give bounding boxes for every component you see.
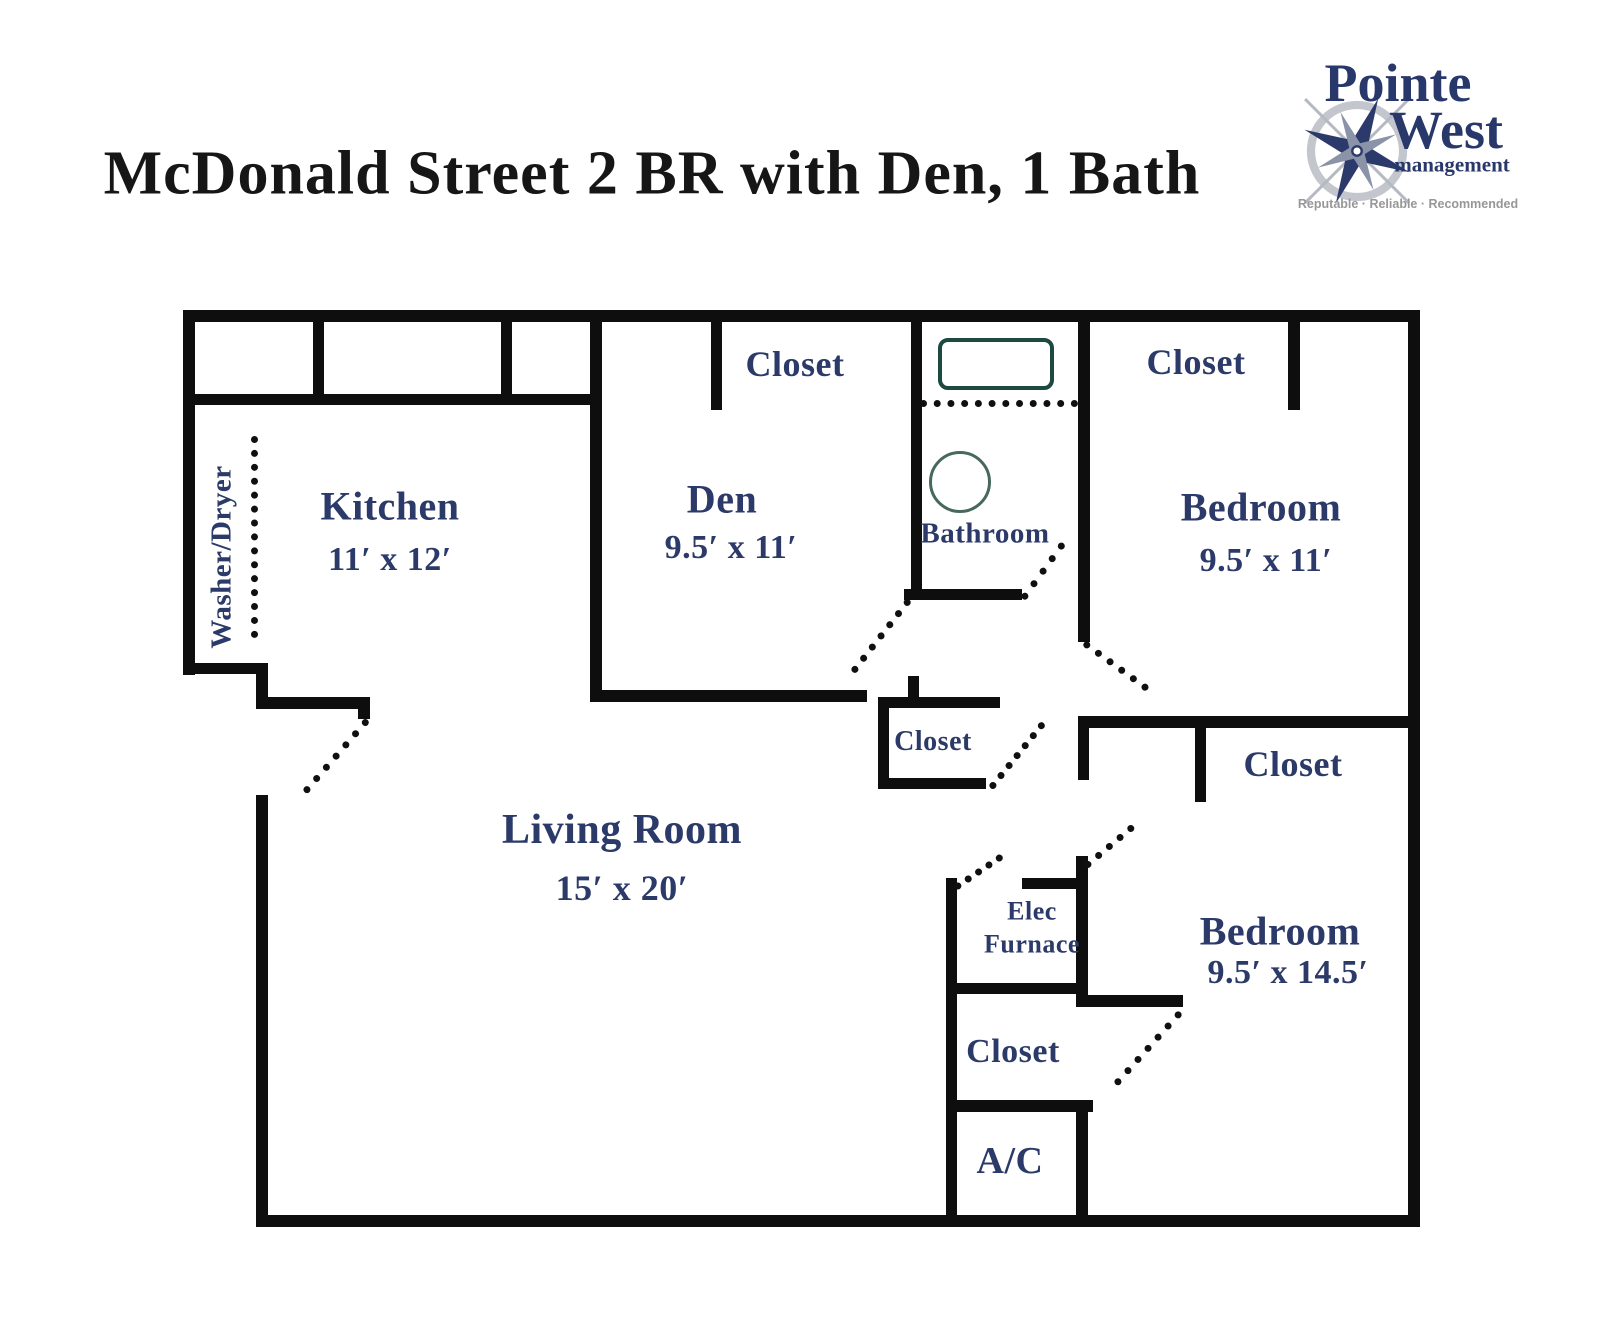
living-room-dimensions: 15′ x 20′ [555,868,689,908]
pointe-west-logo: Pointe West management Reputable · Relia… [1280,42,1518,222]
wall-hall-closet-stub [908,676,919,702]
den-dimensions: 9.5′ x 11′ [664,529,798,566]
entry-door-swing [302,717,371,795]
furnace-door-swing [953,853,1005,891]
wall-kitchen-closet-div-b [501,310,512,405]
ac-label: A/C [976,1140,1044,1182]
wall-kitchen-step-h2 [256,697,370,709]
wall-bed2-nook-top [1076,995,1183,1007]
kitchen-dimensions: 11′ x 12′ [328,541,452,578]
washer-dryer-label: Washer/Dryer [205,465,238,649]
wall-den-bottom [590,690,867,702]
logo-text-pointe: Pointe [1324,53,1472,113]
wall-den-closet-stub [711,310,722,410]
logo-text-west: West [1389,100,1503,160]
wall-furnace-top [1022,878,1087,889]
bed1-door-swing [1081,640,1150,693]
living-room-label: Living Room [501,807,743,853]
sink-fixture [938,338,1054,390]
compass-rose-icon [1304,98,1410,204]
wall-hall-closet-left [878,697,889,789]
den-closet-label: Closet [745,344,845,384]
wall-outer-top [183,310,1420,322]
wall-furnace-closet-divider [946,983,1087,994]
bed2-closet-door-swing [1083,823,1136,870]
wall-bathroom-bottom [904,589,1022,600]
toilet-fixture [929,451,991,513]
bed2-entry-door-swing [1113,1009,1184,1087]
wall-bathroom-bedroom-divider [1078,310,1090,642]
wall-kitchen-step-cap [358,697,370,719]
wall-bathroom-left [911,310,922,600]
wall-ac-right [1076,1100,1088,1227]
logo-text-management: management [1394,152,1510,177]
wall-bed2-closet-lstub [1078,716,1089,780]
bathtub-dotted-line [920,400,1078,407]
wall-den-left [590,310,602,702]
wall-furnace-right [1076,856,1088,1006]
hall-closet-label: Closet [894,726,972,757]
hall-closet-door-swing [988,720,1047,791]
bed1-closet-label: Closet [1146,342,1246,382]
bed2-closet-label: Closet [1243,744,1343,784]
bed2-dimensions: 9.5′ x 14.5′ [1207,954,1369,991]
wall-utility-left [946,878,957,1227]
wall-closet-ac-divider [946,1100,1093,1112]
elec-furnace-label: Elec Furnace [984,896,1080,961]
wall-hall-closet-top [878,697,1000,708]
elec-furnace-line2: Furnace [984,929,1080,958]
bathroom-label: Bathroom [920,517,1050,550]
bed1-label: Bedroom [1180,484,1342,530]
den-door-swing [850,597,913,675]
wall-kitchen-closet-div-a [313,310,324,405]
utility-closet-label: Closet [966,1033,1060,1070]
washer-dryer-dotted-line [251,436,258,638]
page-title: McDonald Street 2 BR with Den, 1 Bath [103,139,1201,208]
kitchen-label: Kitchen [320,483,460,529]
den-label: Den [686,476,758,522]
wall-bed2-closet-top [1078,716,1420,728]
bed1-dimensions: 9.5′ x 11′ [1199,542,1333,579]
wall-bed1-closet-stub [1288,310,1300,410]
wall-kitchen-closet-shelf [183,394,602,405]
wall-bed2-closet-rstub [1195,716,1206,802]
logo-tagline: Reputable · Reliable · Recommended [1297,197,1519,211]
wall-kitchen-step-h1 [183,663,267,674]
elec-furnace-line1: Elec [1007,896,1057,926]
wall-outer-left-lower [256,795,268,1227]
wall-outer-bottom [256,1215,1420,1227]
wall-outer-left-upper [183,310,195,675]
wall-hall-closet-bottom [878,778,986,789]
bed2-label: Bedroom [1199,908,1361,954]
wall-outer-right [1408,310,1420,1227]
